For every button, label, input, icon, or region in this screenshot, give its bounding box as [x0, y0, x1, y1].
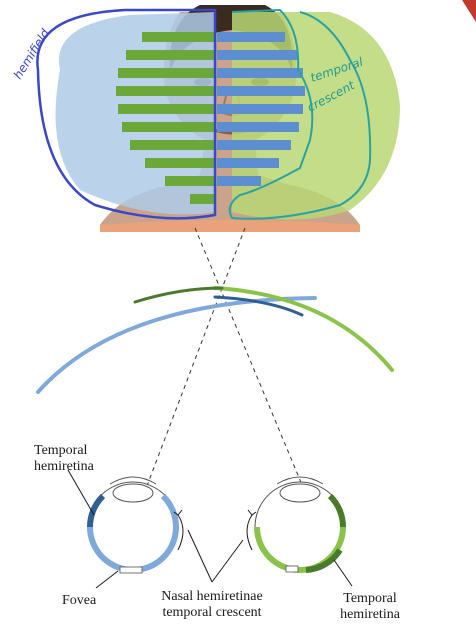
- green-stripe: [190, 194, 215, 204]
- right-eye-diagram: [246, 476, 347, 573]
- temporal-hemiretina-left-line1: Temporal: [34, 443, 88, 458]
- blue-stripe: [217, 86, 305, 96]
- left-fovea-marker: [119, 566, 143, 574]
- green-stripe: [126, 50, 215, 60]
- temporal-crescent-outline: [228, 9, 372, 220]
- corner-mark: [462, 0, 476, 22]
- right-temporal-lower-arc: [305, 548, 343, 573]
- stripe-group: [116, 32, 305, 204]
- orange-strip: [100, 220, 360, 232]
- right-temporal-hemiretina-arc: [327, 493, 347, 528]
- green-stripe: [116, 86, 215, 96]
- leader-temporal-right: [333, 559, 353, 587]
- blue-stripe: [217, 32, 285, 42]
- green-stripe: [145, 158, 215, 168]
- left-nasal-hemiretina-arc: [160, 493, 180, 528]
- leader-nasal-right: [211, 539, 244, 583]
- green-stripe: [118, 104, 215, 114]
- green-stripe: [122, 122, 215, 132]
- right-rotation-arrow: [246, 514, 253, 551]
- right-lens: [279, 483, 321, 503]
- blue-stripe: [217, 122, 299, 132]
- temporal-crescent-label: temporal crescent: [162, 605, 261, 620]
- left-temporal-hemiretina-arc: [86, 493, 106, 528]
- leader-fovea: [95, 570, 119, 589]
- left-eye-field-arc: [36, 296, 317, 394]
- left-arrow-head: [173, 509, 183, 516]
- left-eye-diagram: [86, 476, 184, 574]
- right-eye-binocular-arc: [133, 286, 224, 304]
- right-eye-field-arc: [213, 286, 394, 372]
- blue-stripe: [217, 104, 303, 114]
- green-stripe: [142, 32, 215, 42]
- temporal-hemiretina-right-line2: hemiretina: [340, 607, 401, 622]
- leader-nasal-left: [187, 529, 213, 583]
- fovea-label: Fovea: [62, 593, 97, 608]
- right-retina-arc: [254, 526, 346, 573]
- dashed-line-left-to-right-eye: [194, 227, 331, 553]
- right-fovea-marker: [285, 565, 299, 573]
- blue-stripe: [217, 50, 297, 60]
- left-cornea: [109, 476, 157, 485]
- temporal-hemiretina-right-line1: Temporal: [343, 591, 397, 606]
- temporal-hemiretina-left-line2: hemiretina: [34, 459, 95, 474]
- green-stripe: [118, 68, 215, 78]
- left-eye-binocular-arc: [213, 295, 304, 317]
- right-arrow-head: [247, 509, 257, 516]
- nasal-hemiretinae-label: Nasal hemiretinae: [161, 589, 262, 604]
- blue-stripe: [217, 176, 261, 186]
- hemifield-label: hemifield: [11, 26, 53, 81]
- blue-stripe: [217, 68, 303, 78]
- green-stripe: [165, 176, 215, 186]
- left-rotation-arrow: [177, 514, 184, 551]
- green-stripe: [130, 140, 215, 150]
- left-lens: [112, 483, 154, 503]
- left-hemifield-outline: [36, 8, 217, 220]
- leader-temporal-left: [67, 469, 95, 516]
- leader-lines: [67, 469, 353, 589]
- right-cornea: [276, 476, 324, 485]
- blue-stripe: [217, 158, 279, 168]
- blue-stripe: [217, 140, 291, 150]
